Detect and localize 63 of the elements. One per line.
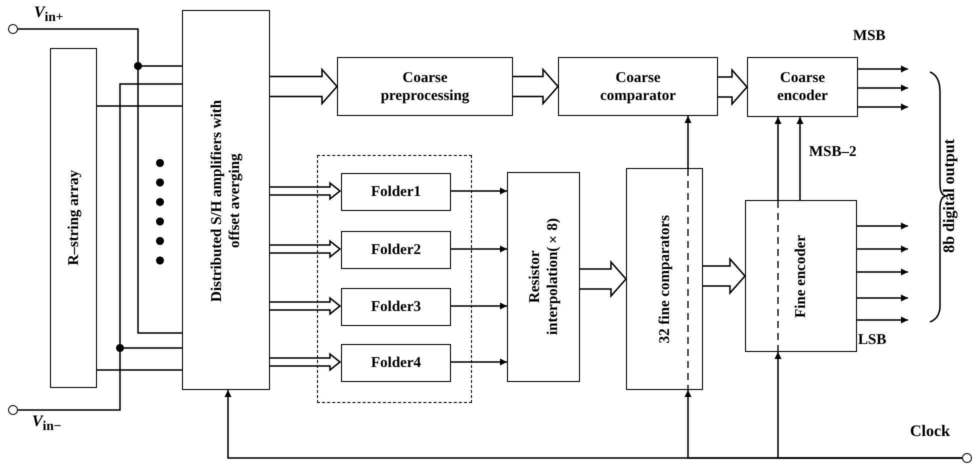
bit-label: MSB [853, 28, 886, 44]
process-box [745, 200, 857, 352]
box-label: Coarse preprocessing [380, 68, 470, 104]
process-box [341, 344, 451, 382]
process-box [747, 57, 858, 117]
arrow [857, 268, 908, 276]
connector-line [17, 83, 183, 411]
box-label: Folder4 [371, 354, 421, 372]
signal-label: Clock [910, 423, 950, 441]
arrow [774, 117, 782, 200]
dashed-group-box [317, 155, 472, 403]
terminal-circle [8, 405, 18, 415]
arrow [450, 246, 507, 252]
process-box [341, 288, 451, 326]
process-box [50, 48, 97, 388]
connector-line [17, 28, 183, 334]
process-box [341, 173, 451, 211]
connector-line [97, 105, 182, 107]
arrow [858, 104, 908, 110]
process-box [182, 10, 270, 390]
arrow [858, 66, 908, 72]
box-label: Folder1 [371, 183, 421, 201]
terminal-label: V$_{in+}$ [34, 4, 64, 26]
process-box [341, 231, 451, 269]
arrow [684, 116, 692, 168]
box-label: Distributed S/H amplifiers with offset averging [208, 98, 244, 304]
connector-line [97, 369, 182, 371]
box-label: R–string array [64, 170, 82, 266]
terminal-label: V$_{in−}$ [32, 413, 62, 434]
bus-arrow [579, 260, 627, 298]
arrow [450, 302, 507, 310]
process-box [558, 57, 718, 116]
bus-arrow [717, 68, 748, 106]
arrow [450, 188, 507, 194]
box-label: Folder3 [371, 298, 421, 316]
terminal-circle [8, 24, 18, 34]
bus-arrow [269, 239, 342, 259]
bus-arrow [269, 181, 342, 201]
output-label: 8b digital output [941, 139, 959, 253]
arrow [857, 222, 908, 230]
arrow [796, 117, 804, 200]
process-box [626, 168, 703, 390]
box-label: 32 fine comparators [656, 214, 674, 344]
arrow [858, 84, 908, 92]
terminal-circle [962, 453, 972, 463]
arrow [857, 294, 908, 302]
bus-arrow [269, 68, 338, 106]
arrow [857, 316, 908, 324]
arrow [857, 246, 908, 252]
process-box [507, 172, 580, 382]
bus-arrow [269, 296, 342, 316]
bit-label: LSB [858, 332, 886, 348]
box-label: Resistor interpolation(×8) [526, 218, 562, 338]
bus-arrow [702, 257, 746, 295]
arrow [774, 352, 962, 459]
box-label: Folder2 [371, 241, 421, 259]
process-box [337, 57, 513, 116]
box-label: Coarse encoder [776, 69, 829, 105]
box-label: Fine encoder [792, 234, 810, 318]
bus-arrow [269, 352, 342, 372]
bus-arrow [512, 68, 559, 106]
box-label: Coarse comparator [599, 68, 677, 104]
arrow [450, 358, 507, 366]
